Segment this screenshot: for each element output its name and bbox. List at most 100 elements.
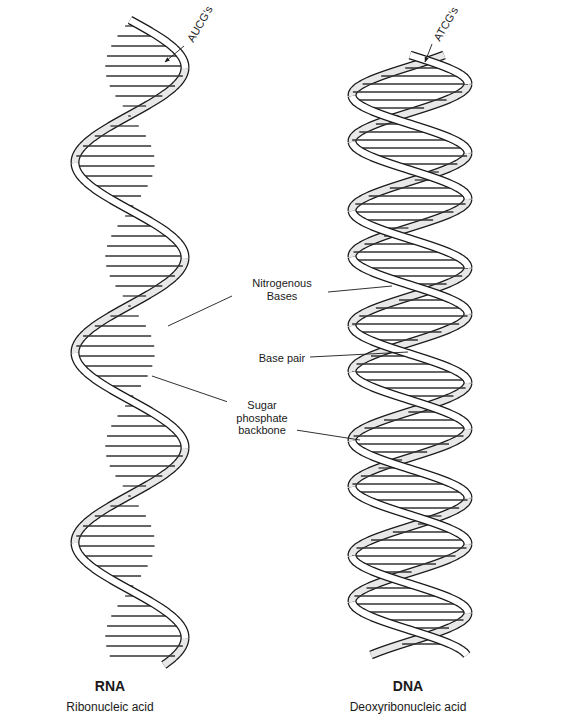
base-pair-line xyxy=(360,219,433,220)
base-line xyxy=(105,65,185,66)
base-pair-line xyxy=(384,419,461,420)
base-line xyxy=(123,295,146,296)
backbone-ribbon xyxy=(410,55,468,84)
base-line xyxy=(107,55,181,56)
leader-line xyxy=(328,286,392,292)
sequence-label: AUCG's xyxy=(184,2,217,46)
backbone-outline xyxy=(352,211,468,268)
backbone-outline xyxy=(352,602,467,655)
backbone-ribbon xyxy=(352,326,468,383)
base-line xyxy=(80,365,152,366)
base-pair-line xyxy=(365,427,468,428)
base-line xyxy=(91,185,148,186)
molecule-full-name: Deoxyribonucleic acid xyxy=(348,701,469,715)
leader-line xyxy=(168,296,232,326)
backbone-ribbon xyxy=(352,487,468,544)
base-line xyxy=(111,615,171,616)
molecule-name: RNA xyxy=(93,678,127,694)
base-line xyxy=(115,475,162,476)
base-line xyxy=(111,235,171,236)
base-pair-line xyxy=(363,83,468,84)
base-line xyxy=(110,275,175,276)
backbone-ribbon xyxy=(164,638,185,665)
leader-line xyxy=(296,430,360,440)
backbone-outline xyxy=(75,543,185,638)
base-line xyxy=(128,115,131,116)
base-pair-line xyxy=(355,203,465,204)
backbone-ribbon xyxy=(352,142,468,199)
base-line xyxy=(107,435,181,436)
leader-line xyxy=(152,376,228,402)
base-pair-line xyxy=(352,555,455,556)
base-line xyxy=(106,645,183,646)
base-line xyxy=(95,135,146,136)
base-pair-line xyxy=(352,139,454,140)
leader-line xyxy=(425,44,432,62)
dna-helix xyxy=(352,55,468,655)
base-pair-line xyxy=(356,331,442,332)
base-pair-line xyxy=(352,323,459,324)
rna-helix xyxy=(75,20,185,665)
molecule-full-name: Ribonucleic acid xyxy=(64,701,155,715)
leader-line xyxy=(310,352,408,357)
backbone-outline xyxy=(352,372,468,429)
base-pair-line xyxy=(381,75,463,76)
base-pair-line xyxy=(362,611,468,612)
base-pair-line xyxy=(352,211,453,212)
backbone-outline xyxy=(352,257,468,314)
backbone-ribbon xyxy=(130,20,185,68)
base-line xyxy=(111,45,171,46)
base-line xyxy=(91,565,148,566)
base-pair-line xyxy=(354,99,447,100)
base-line xyxy=(80,175,152,176)
backbone-outline xyxy=(352,142,468,199)
backbone-ribbon xyxy=(352,96,468,153)
backbone-outline xyxy=(75,353,185,448)
base-pair-line xyxy=(352,371,458,372)
backbone-ribbon xyxy=(352,556,468,613)
base-pair-line xyxy=(371,539,467,540)
base-pair-line xyxy=(353,443,449,444)
leader-line xyxy=(165,46,184,62)
base-line xyxy=(76,345,154,346)
base-line xyxy=(91,375,148,376)
backbone-ribbon xyxy=(352,211,468,268)
backbone-outline xyxy=(352,556,468,613)
base-pair-line xyxy=(359,563,436,564)
backbone-ribbon xyxy=(75,68,185,163)
base-line xyxy=(128,305,131,306)
base-line xyxy=(115,95,162,96)
base-pair-line xyxy=(369,195,468,196)
part-label: Nitrogenous Bases xyxy=(238,277,326,302)
base-pair-line xyxy=(356,547,466,548)
backbone-outline xyxy=(75,68,185,163)
backbone-outline xyxy=(75,163,185,258)
base-line xyxy=(105,255,185,256)
backbone-outline xyxy=(75,258,185,353)
molecule-name: DNA xyxy=(391,678,425,694)
base-line xyxy=(95,515,146,516)
backbone-ribbon xyxy=(75,353,185,448)
base-line xyxy=(115,285,162,286)
base-line xyxy=(110,655,175,656)
backbone-ribbon xyxy=(352,257,468,314)
backbone-outline xyxy=(130,20,185,68)
base-line xyxy=(106,265,183,266)
base-line xyxy=(110,315,138,316)
base-line xyxy=(105,635,185,636)
base-pair-line xyxy=(364,267,468,268)
base-pair-line xyxy=(356,147,466,148)
leader-lines xyxy=(152,44,432,440)
base-pair-line xyxy=(359,379,468,380)
backbone-outline xyxy=(410,55,468,84)
base-pair-line xyxy=(370,155,467,156)
base-line xyxy=(75,165,154,166)
base-line xyxy=(107,245,181,246)
base-pair-line xyxy=(352,483,452,484)
base-pair-line xyxy=(359,315,467,316)
backbone-outline xyxy=(75,448,185,543)
base-pair-line xyxy=(354,251,448,252)
backbone-ribbon xyxy=(75,543,185,638)
backbone-outline xyxy=(352,96,468,153)
backbone-ribbon xyxy=(352,441,468,498)
